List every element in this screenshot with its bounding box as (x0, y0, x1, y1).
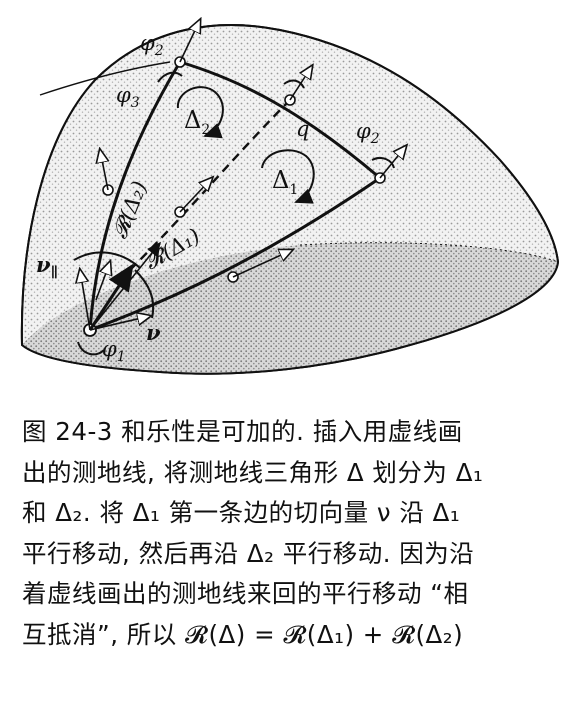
label-phi2-right: φ2 (356, 119, 380, 147)
holonomy-vectors (88, 241, 162, 331)
caption-line: 图 24-3 和乐性是可加的. 插入用虚线画 (22, 417, 463, 446)
circulation-delta2 (176, 86, 224, 139)
label-delta2: Δ2 (184, 106, 210, 138)
caption-line: 和 Δ₂. 将 Δ₁ 第一条边的切向量 ν 沿 Δ₁ (22, 498, 461, 527)
label-nu-parallel: ν∥ (36, 252, 58, 281)
caption-line: 出的测地线, 将测地线三角形 Δ 划分为 Δ₁ (22, 457, 484, 487)
label-phi2-top: φ2 (140, 31, 164, 59)
figure-caption: 图 24-3 和乐性是可加的. 插入用虚线画 出的测地线, 将测地线三角形 Δ … (22, 412, 552, 655)
label-delta1: Δ1 (272, 166, 298, 198)
label-phi3: φ3 (116, 83, 140, 111)
triangle-edge-top (179, 60, 381, 180)
triangle-edge-bottom (89, 176, 381, 332)
circulation-delta1 (261, 149, 315, 204)
label-nu: ν (146, 320, 161, 345)
caption-line: 平行移动, 然后再沿 Δ₂ 平行移动. 因为沿 (22, 538, 475, 568)
caption-line: 着虚线画出的测地线来回的平行移动 “相 (22, 579, 469, 608)
surface-outline (20, 24, 560, 375)
angle-arcs (73, 71, 395, 356)
label-phi1: φ1 (102, 337, 126, 365)
triangle-edge-left (88, 61, 182, 331)
holonomy-figure: φ1 φ2 φ3 φ2 Δ2 Δ1 q ν ν∥ 𝓡(Δ₁) 𝓡(Δ₂) (20, 0, 560, 375)
caption-line: 互抵消”, 所以 𝓡(Δ) = 𝓡(Δ₁) + 𝓡(Δ₂) (22, 619, 464, 649)
surface-rim-back (299, 242, 559, 263)
label-q: q (296, 117, 309, 141)
back-meridian (39, 61, 171, 96)
